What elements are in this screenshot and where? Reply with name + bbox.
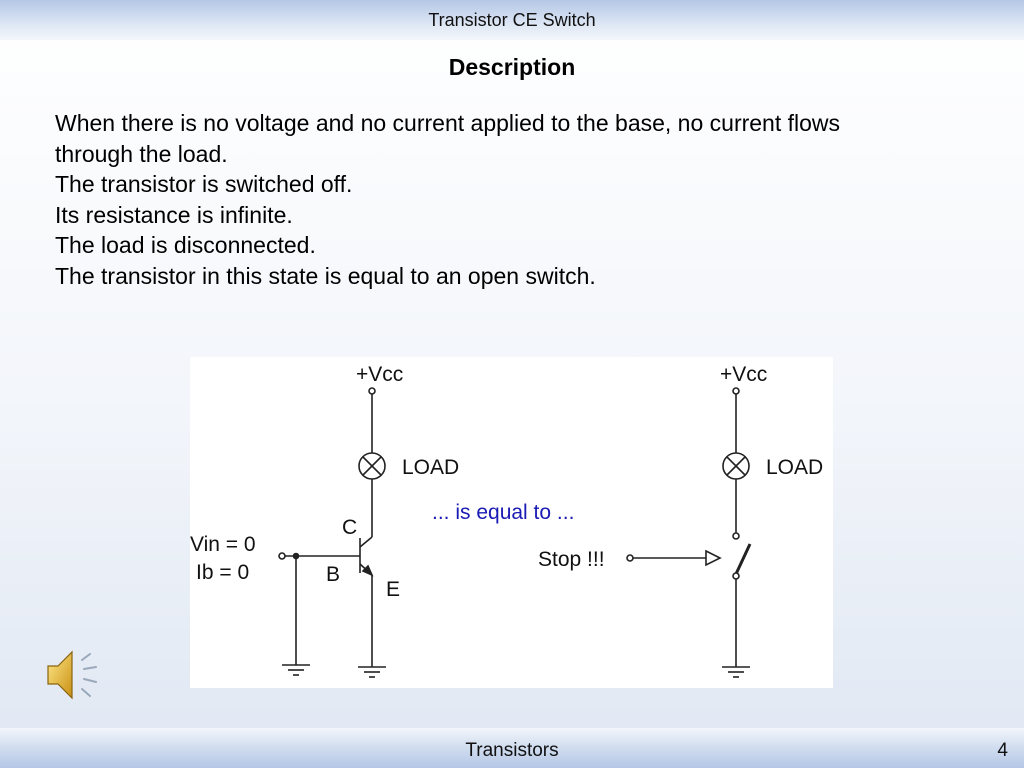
vcc-terminal-left xyxy=(368,387,376,395)
vcc-label-left: +Vcc xyxy=(356,363,403,386)
base-label: B xyxy=(326,563,340,586)
section-title: Description xyxy=(448,54,576,80)
ground-icon xyxy=(282,664,310,676)
description-line: The transistor in this state is equal to… xyxy=(55,262,596,289)
collector-label: C xyxy=(342,516,357,539)
stop-terminal xyxy=(626,554,634,562)
vcc-label-right: +Vcc xyxy=(720,363,767,386)
load-lamp-icon-left xyxy=(358,452,386,480)
circuit-svg: +Vcc LOAD C B E Vin = 0 Ib = 0 +Vcc LOAD… xyxy=(190,363,823,678)
circuit-diagram: +Vcc LOAD C B E Vin = 0 Ib = 0 +Vcc LOAD… xyxy=(190,357,833,688)
ib-label: Ib = 0 xyxy=(196,561,249,584)
switch-contact xyxy=(732,532,740,540)
stop-label: Stop !!! xyxy=(538,548,605,571)
actuator-arrow-icon xyxy=(705,549,722,567)
npn-transistor-icon xyxy=(359,536,374,577)
vin-terminal xyxy=(278,552,286,560)
description-line: Its resistance is infinite. xyxy=(55,201,293,228)
load-lamp-icon-right xyxy=(722,452,750,480)
description-line: through the load. xyxy=(55,140,228,167)
open-switch-icon xyxy=(734,543,752,575)
page-number: 4 xyxy=(997,740,1008,761)
description-text: When there is no voltage and no current … xyxy=(55,108,975,292)
slide-header-title: Transistor CE Switch xyxy=(428,10,596,30)
ground-icon xyxy=(722,666,750,678)
equivalence-label: ... is equal to ... xyxy=(432,501,574,524)
description-line: When there is no voltage and no current … xyxy=(55,110,841,136)
description-line: The load is disconnected. xyxy=(55,232,316,259)
load-label-left: LOAD xyxy=(402,456,459,479)
footer-bar xyxy=(0,728,1024,768)
description-line: The transistor is switched off. xyxy=(55,171,353,198)
footer-title: Transistors xyxy=(465,740,559,761)
emitter-label: E xyxy=(386,578,400,601)
ground-icon xyxy=(358,666,386,678)
header-bar xyxy=(0,0,1024,40)
load-label-right: LOAD xyxy=(766,456,823,479)
vcc-terminal-right xyxy=(732,387,740,395)
switch-contact xyxy=(732,572,740,580)
vin-label: Vin = 0 xyxy=(190,533,256,556)
speaker-icon[interactable] xyxy=(44,648,104,702)
